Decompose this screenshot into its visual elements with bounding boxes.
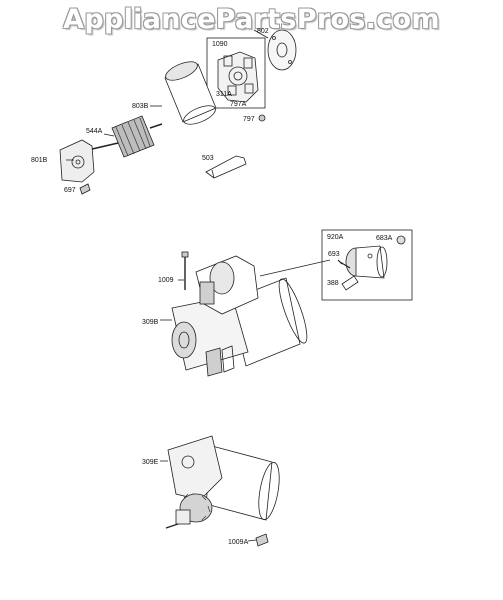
bolt-693-part[interactable]: [337, 259, 351, 269]
label-1009A: 1009A: [228, 539, 249, 546]
bolt-1009-part[interactable]: [181, 251, 189, 290]
terminal-388-part[interactable]: [341, 275, 359, 291]
label-797: 797: [243, 116, 255, 123]
cap-683A-part[interactable]: [396, 235, 406, 245]
label-797A: 797A: [230, 101, 247, 108]
end-plate-801B-part[interactable]: [59, 139, 95, 183]
bracket-503-part[interactable]: [205, 155, 247, 179]
armature-544A-part[interactable]: [87, 115, 163, 158]
frame-803B-part[interactable]: [163, 58, 218, 128]
watermark-logo: AppliancePartsPros.com: [63, 4, 440, 35]
leader-line: [259, 259, 331, 277]
brush-plate-1090-part[interactable]: [217, 51, 259, 103]
starter-309E-part[interactable]: [165, 435, 283, 529]
label-503: 503: [202, 155, 214, 162]
bolt-1009A-part[interactable]: [255, 533, 269, 547]
end-cap-802-part[interactable]: [267, 29, 297, 71]
label-801B: 801B: [31, 157, 48, 164]
label-309E: 309E: [142, 459, 159, 466]
label-920A: 920A: [327, 234, 344, 241]
box-920A: [321, 229, 413, 301]
screw-697-part[interactable]: [79, 183, 91, 195]
label-802: 802: [257, 28, 269, 35]
label-388: 388: [327, 280, 339, 287]
label-1090: 1090: [212, 41, 228, 48]
solenoid-920A-part[interactable]: [345, 245, 388, 279]
label-544A: 544A: [86, 128, 103, 135]
label-803B: 803B: [132, 103, 149, 110]
washer-797-part[interactable]: [258, 114, 266, 122]
box-1090: [206, 37, 266, 109]
label-693: 693: [328, 251, 340, 258]
label-311A: 311A: [216, 91, 232, 98]
label-309B: 309B: [142, 319, 159, 326]
starter-309B-part[interactable]: [171, 255, 312, 377]
label-697: 697: [64, 187, 76, 194]
label-683A: 683A: [376, 235, 393, 242]
label-1009: 1009: [158, 277, 174, 284]
